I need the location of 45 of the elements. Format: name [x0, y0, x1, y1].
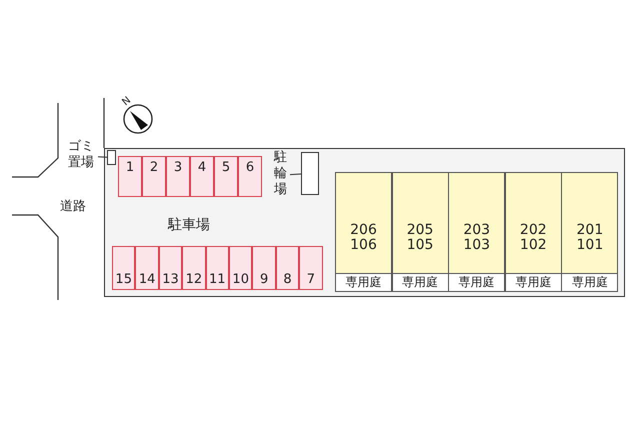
unit-number: 102 — [518, 238, 548, 253]
apartment-unit — [561, 172, 618, 292]
apartment-unit — [335, 172, 392, 292]
parking-space: 14 — [135, 246, 159, 290]
garden-plot: 専用庭 — [561, 273, 618, 292]
apartment-unit — [392, 172, 449, 292]
leader-line — [290, 173, 302, 176]
area-label: 駐車場 — [168, 216, 210, 234]
parking-space: 4 — [190, 156, 214, 197]
garbage-bin-box — [107, 150, 116, 165]
parking-space: 13 — [158, 246, 182, 290]
road-label: 道路 — [60, 198, 86, 215]
parking-space: 7 — [299, 246, 323, 290]
garden-plot: 専用庭 — [392, 273, 449, 292]
leader-line — [98, 156, 108, 158]
garden-plot: 専用庭 — [448, 273, 506, 292]
unit-number: 201 — [576, 223, 604, 238]
parking-space: 8 — [276, 246, 300, 290]
unit-number: 203 — [462, 223, 492, 238]
parking-space: 1 — [118, 156, 142, 197]
garden-plot: 専用庭 — [504, 273, 562, 292]
site-area — [104, 148, 625, 297]
apartment-unit — [504, 172, 562, 292]
unit-number: 202 — [518, 223, 548, 238]
unit-number: 105 — [406, 238, 434, 253]
apartment-unit — [448, 172, 506, 292]
parking-space: 11 — [206, 246, 229, 290]
parking-space: 3 — [166, 156, 190, 197]
area-label: 駐輪場 — [274, 150, 290, 200]
unit-number: 106 — [349, 238, 378, 253]
parking-space: 15 — [112, 246, 136, 290]
garden-plot: 専用庭 — [335, 273, 392, 292]
unit-number: 206 — [349, 223, 378, 238]
unit-number: 103 — [462, 238, 492, 253]
north-label: N — [120, 94, 134, 108]
parking-space: 10 — [229, 246, 252, 290]
unit-number: 101 — [576, 238, 604, 253]
bicycle-rack-box — [301, 152, 319, 195]
unit-number: 205 — [406, 223, 434, 238]
parking-space: 9 — [252, 246, 276, 290]
parking-space: 6 — [238, 156, 262, 197]
parking-space: 2 — [142, 156, 166, 197]
area-label: ゴミ置場 — [68, 139, 98, 173]
parking-space: 5 — [214, 156, 238, 197]
parking-space: 12 — [182, 246, 206, 290]
